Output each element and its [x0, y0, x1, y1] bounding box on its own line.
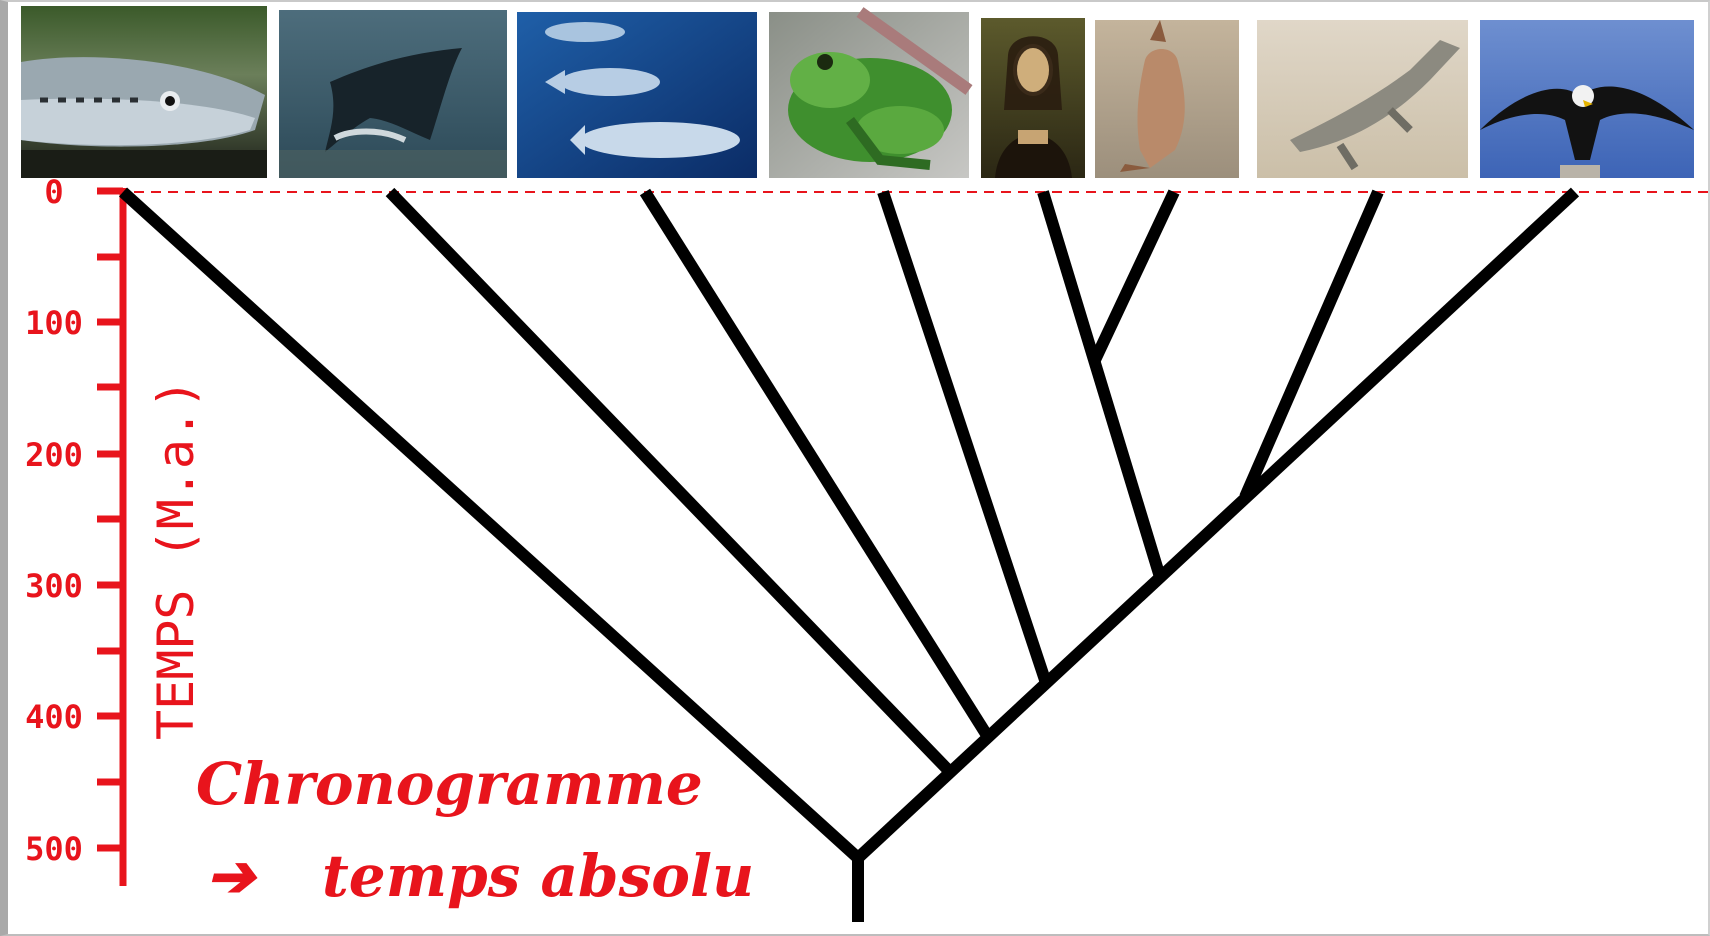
- tick-label-0: 0: [44, 173, 63, 211]
- crocodile-photo: [1257, 20, 1468, 178]
- manta-ray-photo: [279, 10, 507, 178]
- caption-subtitle: temps absolu: [322, 842, 754, 910]
- tick-label-100: 100: [25, 304, 83, 342]
- tick-label-200: 200: [25, 436, 83, 474]
- arrow-icon: ➔: [206, 842, 258, 910]
- tuna-photo: [517, 12, 757, 178]
- branch-kangaroo: [1095, 192, 1174, 360]
- tick-label-300: 300: [25, 567, 83, 605]
- axis-title: TEMPS (M.a.): [147, 379, 205, 740]
- branch-crocodile: [1245, 192, 1378, 497]
- mona-lisa-photo: [981, 18, 1085, 178]
- tick-label-500: 500: [25, 830, 83, 868]
- kangaroo-photo: [1095, 20, 1239, 178]
- fish-photo: [21, 6, 267, 178]
- caption-title: Chronogramme: [196, 750, 703, 818]
- tick-label-400: 400: [25, 698, 83, 736]
- eagle-photo: [1480, 20, 1694, 178]
- frog-photo: [769, 12, 969, 178]
- time-axis: [97, 188, 123, 886]
- branch-spine: [858, 192, 1575, 858]
- branch-tuna: [645, 192, 988, 737]
